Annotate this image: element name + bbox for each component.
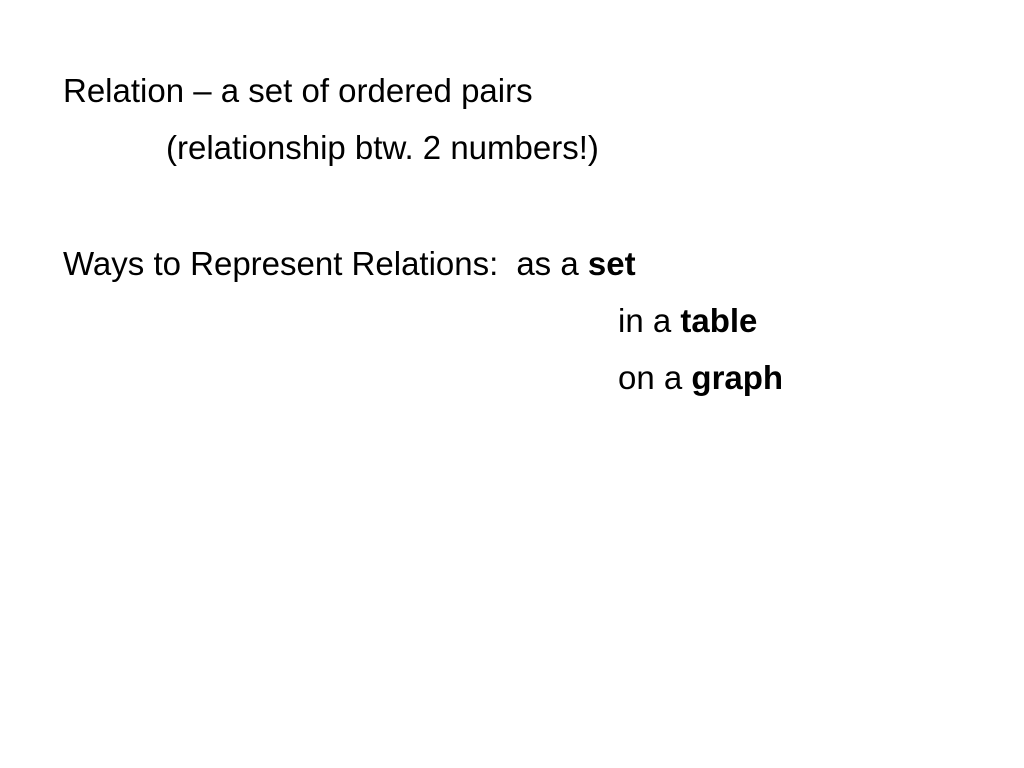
way-keyword-graph: graph xyxy=(691,359,784,396)
ways-label: Ways to Represent Relations: xyxy=(63,245,499,282)
way-prefix-graph: on a xyxy=(618,359,683,396)
note-text: (relationship btw. 2 numbers!) xyxy=(166,129,599,166)
way-prefix-set: as a xyxy=(516,245,579,282)
way-keyword-table: table xyxy=(680,302,758,339)
way-prefix-table: in a xyxy=(618,302,672,339)
way-keyword-set: set xyxy=(587,245,636,282)
way-table-line: in a table xyxy=(618,301,757,341)
way-graph-line: on a graph xyxy=(618,358,783,398)
ways-line: Ways to Represent Relations: as a set xyxy=(63,244,636,284)
definition-text: Relation – a set of ordered pairs xyxy=(63,72,533,109)
